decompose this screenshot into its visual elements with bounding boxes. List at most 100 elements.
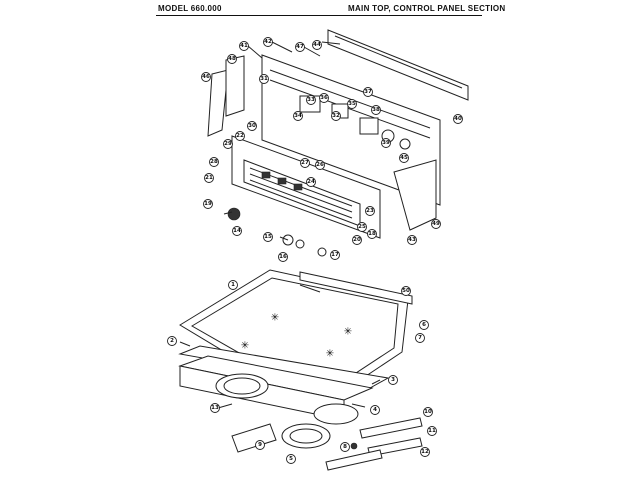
model-label: MODEL 660.000: [158, 4, 222, 13]
callout-9: 9: [255, 440, 265, 450]
svg-text:✳: ✳: [344, 327, 352, 338]
svg-text:28: 28: [210, 159, 218, 165]
callout-25: 25: [357, 222, 367, 232]
callout-49: 49: [431, 219, 441, 229]
svg-text:22: 22: [236, 133, 244, 139]
callout-36: 36: [319, 93, 329, 103]
callout-20: 20: [352, 235, 362, 245]
callout-11: 11: [427, 426, 437, 436]
callout-31: 31: [259, 74, 269, 84]
callout-22: 22: [235, 131, 245, 141]
leader-lines: [179, 41, 381, 409]
svg-text:46: 46: [202, 74, 210, 80]
svg-text:20: 20: [353, 237, 361, 243]
svg-text:21: 21: [205, 175, 213, 181]
svg-text:3: 3: [391, 377, 395, 383]
svg-text:23: 23: [366, 208, 374, 214]
callout-17: 17: [330, 250, 340, 260]
callout-19: 19: [203, 199, 213, 209]
svg-text:6: 6: [422, 322, 426, 328]
callout-30: 30: [247, 121, 257, 131]
control-panel-frame: [231, 135, 381, 239]
callout-47: 47: [295, 42, 305, 52]
callout-5: 5: [286, 454, 296, 464]
callout-45: 45: [399, 153, 409, 163]
callout-13: 13: [210, 403, 220, 413]
callout-2: 2: [167, 336, 177, 346]
svg-text:45: 45: [400, 155, 408, 161]
svg-text:44: 44: [313, 42, 321, 48]
element-bracket: [231, 423, 277, 453]
callout-27: 27: [300, 158, 310, 168]
callout-37: 37: [363, 87, 373, 97]
header-rule: [156, 15, 482, 16]
svg-text:15: 15: [264, 234, 272, 240]
svg-text:✳: ✳: [241, 341, 249, 352]
callout-24: 24: [306, 177, 316, 187]
backguard-top-trim: [327, 29, 469, 101]
svg-text:5: 5: [289, 456, 293, 462]
svg-text:7: 7: [418, 335, 422, 341]
svg-text:37: 37: [364, 89, 372, 95]
callout-6: 6: [419, 320, 429, 330]
svg-text:18: 18: [368, 231, 376, 237]
svg-text:27: 27: [301, 160, 309, 166]
callout-18: 18: [367, 229, 377, 239]
svg-text:17: 17: [331, 252, 339, 258]
callout-7: 7: [415, 333, 425, 343]
svg-text:13: 13: [211, 405, 219, 411]
callout-23: 23: [365, 206, 375, 216]
svg-text:24: 24: [307, 179, 315, 185]
callout-46: 46: [201, 72, 211, 82]
svg-text:43: 43: [408, 237, 416, 243]
end-cap-left: [207, 55, 245, 137]
callout-41: 41: [239, 41, 249, 51]
svg-text:10: 10: [424, 409, 432, 415]
callout-40: 40: [453, 114, 463, 124]
svg-text:31: 31: [260, 76, 268, 82]
section-title: MAIN TOP, CONTROL PANEL SECTION: [348, 4, 506, 13]
callout-10: 10: [423, 407, 433, 417]
svg-text:2: 2: [170, 338, 174, 344]
callout-14: 14: [232, 226, 242, 236]
callout-38: 38: [371, 105, 381, 115]
callout-4: 4: [370, 405, 380, 415]
svg-text:9: 9: [258, 442, 262, 448]
callout-39: 39: [381, 138, 391, 148]
svg-text:✳: ✳: [271, 313, 279, 324]
callout-29: 29: [223, 139, 233, 149]
svg-text:50: 50: [402, 288, 410, 294]
svg-text:14: 14: [233, 228, 241, 234]
svg-text:12: 12: [421, 449, 429, 455]
callout-21: 21: [204, 173, 214, 183]
callout-32: 32: [331, 111, 341, 121]
svg-text:19: 19: [204, 201, 212, 207]
svg-text:35: 35: [348, 101, 356, 107]
knobs: [227, 207, 327, 257]
callout-8: 8: [340, 442, 350, 452]
svg-text:26: 26: [316, 162, 324, 168]
callout-1: 1: [228, 280, 238, 290]
svg-text:48: 48: [228, 56, 236, 62]
callout-42: 42: [263, 37, 273, 47]
svg-text:4: 4: [373, 407, 377, 413]
callout-43: 43: [407, 235, 417, 245]
callout-50: 50: [401, 286, 411, 296]
side-trim-strip: [299, 271, 413, 305]
callout-3: 3: [388, 375, 398, 385]
svg-text:36: 36: [320, 95, 328, 101]
burner-box: [178, 355, 374, 449]
svg-text:8: 8: [343, 444, 347, 450]
svg-text:1: 1: [231, 282, 235, 288]
callout-33: 33: [306, 95, 316, 105]
svg-text:11: 11: [428, 428, 436, 434]
svg-text:25: 25: [358, 224, 366, 230]
terminal-blocks: [325, 417, 423, 471]
callout-48: 48: [227, 54, 237, 64]
callout-44: 44: [312, 40, 322, 50]
svg-text:42: 42: [264, 39, 272, 45]
callout-12: 12: [420, 447, 430, 457]
svg-text:32: 32: [332, 113, 340, 119]
svg-text:29: 29: [224, 141, 232, 147]
